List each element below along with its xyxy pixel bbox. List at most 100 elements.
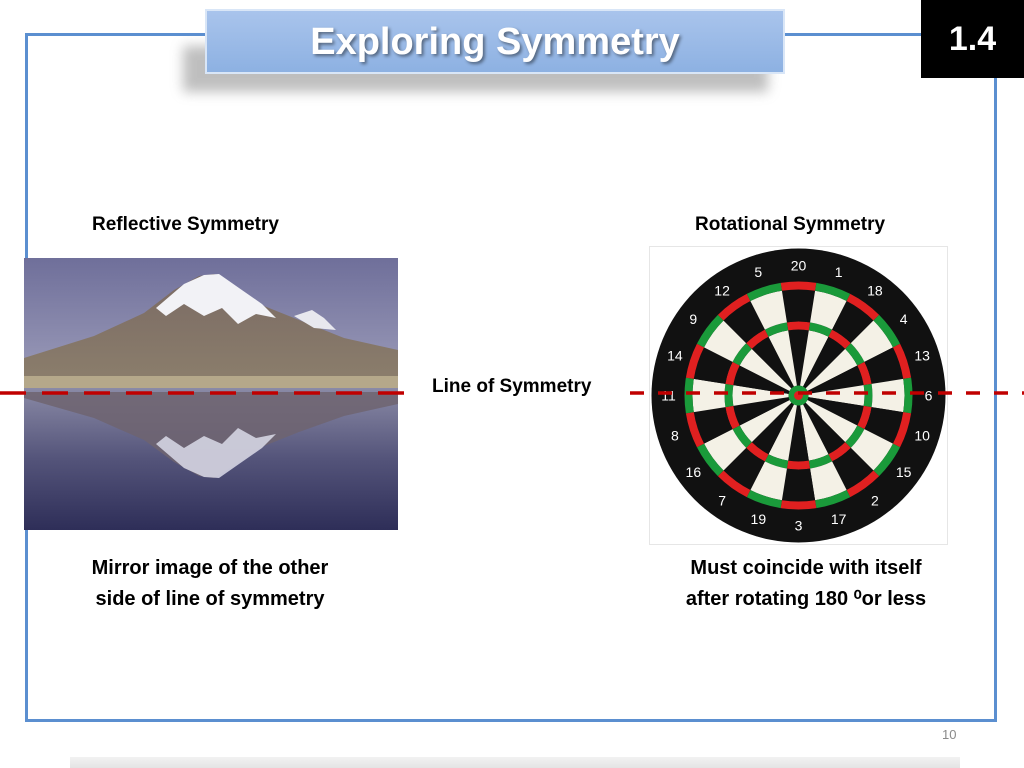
dartboard-segment [733,365,790,394]
dartboard-segment [864,407,904,444]
dartboard-double-segment [696,443,724,477]
dartboard-segment [723,301,765,344]
dartboard-double-segment [717,470,751,498]
dartboard-number-label: 5 [754,264,762,280]
dartboard-number-label: 4 [900,311,908,327]
reflective-symmetry-heading: Reflective Symmetry [92,214,279,235]
dartboard-triple-segment [725,361,740,386]
dartboard-number-label: 10 [914,428,930,444]
dartboard-number-label: 8 [671,428,679,444]
reflective-symmetry-caption: Mirror image of the other side of line o… [40,553,380,615]
dartboard-segment [832,301,874,344]
title-box: Exploring Symmetry [205,9,785,74]
dartboard-triple-segment [857,405,872,430]
rotational-caption-line-2: after rotating 180 ⁰or less [685,588,927,610]
dartboard-number-label: 20 [791,258,807,274]
dartboard-segment [800,330,829,387]
dartboard-segment [750,290,787,330]
dartboard-segment [693,347,733,384]
dartboard-segment [807,397,864,426]
reflective-caption-line-2: side of line of symmetry [95,588,325,610]
dartboard-double-segment [892,412,912,448]
dartboard-segment [781,468,816,502]
dartboard-double-segment [746,489,782,509]
page-number: 10 [942,727,957,742]
dartboard-triple-segment [725,405,740,430]
rotational-caption-line-1: Must coincide with itself [690,557,922,579]
dartboard-segment [871,378,905,413]
dartboard-segment [807,365,864,394]
dartboard-double-segment [903,377,913,414]
dartboard-segment [751,336,794,389]
dartboard-double-segment [873,443,901,477]
dartboard-number-label: 14 [667,347,683,363]
dartboard-double-segment [846,293,880,321]
dartboard-segment [850,429,893,471]
dartboard-triple-segment [764,454,789,469]
dartboard-segment [850,320,893,362]
dartboard-double-segment [684,377,694,414]
dartboard-segment [832,447,874,490]
line-of-symmetry-label: Line of Symmetry [432,376,592,397]
dartboard-segment [800,404,829,461]
dartboard-double-segment [780,500,817,510]
dartboard-double-segment [746,282,782,302]
dartboard-triple-segment [857,361,872,386]
dartboard-triple-segment [764,322,789,337]
dartboard-number-label: 13 [914,347,930,363]
dartboard-triple-segment [746,442,769,462]
dartboard-segment [788,329,809,386]
dartboard-segment [808,385,865,406]
dartboard-triple-segment [786,460,811,470]
dartboard-segment [732,385,789,406]
dartboard-segment [704,429,747,471]
dartboard-triple-segment [828,329,851,349]
dartboard-triple-segment [724,383,734,408]
dartboard-segment [692,378,726,413]
dartboard-segment [810,290,847,330]
dartboard-segment [739,400,792,443]
line-of-symmetry-right [630,391,1024,395]
dartboard-triple-segment [786,321,811,331]
bottom-shadow [70,757,960,768]
dartboard-number-label: 19 [751,511,767,527]
dartboard-segment [768,330,797,387]
mountain-reflection-image [24,258,398,530]
dartboard-double-segment [685,343,705,379]
dartboard-segment [805,400,858,443]
dartboard-double-segment [717,293,751,321]
dartboard-segment [751,402,794,455]
dartboard-triple-segment [828,442,851,462]
dartboard-double-segment [685,412,705,448]
dartboard-number-label: 12 [714,282,730,298]
dartboard-triple-segment [808,454,833,469]
dartboard-double-segment [846,470,880,498]
dartboard-segment [768,404,797,461]
line-of-symmetry-left [0,391,412,395]
dartboard-segment [864,347,904,384]
dartboard-number-label: 9 [689,311,697,327]
dartboard-double-segment [696,314,724,348]
dartboard-segment [803,402,846,455]
dartboard-triple-segment [746,329,769,349]
dartboard-segment [788,405,809,462]
dartboard-triple-segment [863,383,873,408]
rotational-symmetry-caption: Must coincide with itself after rotating… [636,553,976,615]
dartboard-segment [810,461,847,501]
dartboard-double-segment [892,343,912,379]
dartboard-number-label: 16 [686,464,702,480]
dartboard-number-label: 1 [835,264,843,280]
dartboard-number-label: 15 [896,464,912,480]
dartboard-triple-segment [845,425,865,448]
dartboard-number-label: 18 [867,282,883,298]
dartboard-number-label: 3 [795,518,803,534]
dartboard-triple-segment [808,322,833,337]
dartboard-segment [723,447,765,490]
rotational-symmetry-heading: Rotational Symmetry [695,214,886,235]
dartboard-number-label: 2 [871,493,879,509]
dartboard-segment [750,461,787,501]
dartboard-double-segment [815,282,851,302]
